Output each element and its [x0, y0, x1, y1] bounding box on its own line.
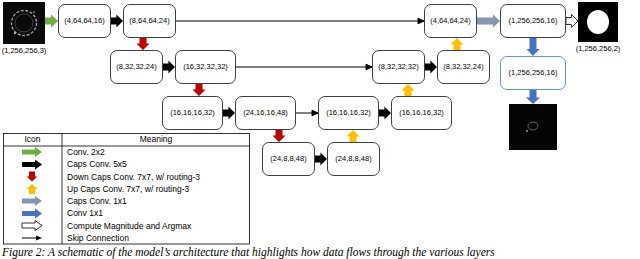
legend-entry: Caps Conv. 1x1 [67, 195, 127, 207]
layer-arrow [477, 15, 500, 28]
tensor-shape: (16,32,32,32) [183, 63, 228, 71]
tensor-box: (8,32,32,24) [437, 50, 490, 84]
figure-caption: Figure 2: A schematic of the model’s arc… [2, 246, 495, 258]
layer-arrow [137, 38, 150, 50]
layer-arrow [163, 61, 175, 74]
mask-blob [587, 10, 609, 34]
legend-entry: Conv 1x1 [67, 207, 103, 219]
lumen-ring [15, 14, 33, 32]
legend-divider [4, 146, 250, 147]
layer-arrow [402, 84, 415, 96]
legend-icon [22, 160, 42, 170]
legend-frame [4, 134, 250, 245]
legend-entry: Up Caps Conv. 7x7, w/ routing-3 [67, 183, 189, 195]
layer-arrow [347, 130, 360, 142]
tensor-shape-label: (1,256,256,3) [2, 47, 47, 55]
layer-arrow [315, 153, 327, 166]
tensor-box: (24,16,16,48) [235, 96, 296, 130]
skip-connection [236, 64, 372, 70]
tensor-shape-label: (1,256,256,2) [576, 45, 621, 53]
legend-header: Icon [3, 133, 62, 146]
tensor-shape: (24,8,8,48) [335, 155, 371, 163]
tensor-shape: (8,64,64,24) [129, 17, 169, 25]
tensor-box: (8,32,32,32) [372, 50, 425, 84]
image-node: (1,256,256,3) [3, 2, 45, 44]
layer-arrow [45, 15, 58, 28]
speckle [526, 130, 528, 132]
tensor-shape: (8,32,32,24) [443, 63, 483, 71]
layer-arrow [451, 38, 464, 50]
tensor-box: (8,32,32,24) [110, 50, 163, 84]
legend-icon [22, 221, 42, 231]
tensor-shape: (1,256,256,16) [509, 17, 558, 25]
legend-icon [36, 236, 42, 241]
tensor-box: (24,8,8,48) [262, 142, 315, 176]
tensor-box: (1,256,256,16) [500, 4, 566, 38]
legend-entry: Down Caps Conv. 7x7, w/ routing-3 [67, 171, 200, 183]
legend-header: Meaning [62, 133, 250, 146]
tensor-box: (24,8,8,48) [327, 142, 380, 176]
tensor-shape: (8,32,32,24) [116, 63, 156, 71]
output-mask-image [578, 2, 618, 42]
faint-shape [528, 122, 538, 130]
image-node: (1,256,256,2) [578, 2, 618, 42]
conv-arrow [526, 90, 540, 104]
tensor-box: (1,256,256,16) [500, 56, 566, 90]
legend-icon [22, 196, 42, 206]
capsule-output-image [509, 104, 557, 150]
layer-arrow [193, 84, 206, 96]
tensor-box: (16,16,16,32) [318, 96, 379, 130]
tensor-shape: (16,16,16,32) [399, 109, 444, 117]
legend-entry: Caps Conv. 5x5 [67, 158, 127, 170]
tensor-shape: (4,64,64,16) [64, 17, 104, 25]
tensor-shape: (24,16,16,48) [243, 109, 288, 117]
legend-icon [22, 147, 42, 157]
layer-arrow [223, 107, 235, 120]
tensor-box: (16,32,32,32) [175, 50, 236, 84]
layer-arrow [425, 61, 437, 74]
tensor-box: (4,64,64,24) [424, 4, 477, 38]
layer-arrow [273, 130, 286, 142]
tensor-shape: (4,64,64,24) [430, 17, 470, 25]
layer-arrow [379, 107, 391, 120]
tensor-box: (8,64,64,24) [123, 4, 176, 38]
tensor-box: (4,64,64,16) [58, 4, 111, 38]
legend-icon [22, 209, 42, 219]
input-image [3, 2, 45, 44]
legend-entry: Conv. 2x2 [67, 146, 105, 158]
legend-icon [27, 184, 38, 194]
skip-connection [176, 18, 424, 24]
tensor-shape: (16,16,16,32) [170, 109, 215, 117]
vessel-ring [12, 11, 37, 36]
speckle [14, 32, 16, 34]
legend-entry: Skip Connection [67, 232, 129, 244]
layer-arrow [566, 15, 578, 28]
legend-entry: Compute Magnitude and Argmax [67, 220, 191, 232]
layer-arrow [527, 38, 540, 56]
tensor-shape: (8,32,32,32) [378, 63, 418, 71]
tensor-shape: (24,8,8,48) [270, 155, 306, 163]
speckle [33, 11, 35, 13]
legend-icon [22, 238, 37, 239]
legend-divider [62, 134, 63, 245]
skip-connection [296, 110, 318, 116]
layer-arrow [111, 15, 123, 28]
legend-icon [27, 172, 38, 182]
tensor-box: (16,16,16,32) [162, 96, 223, 130]
tensor-shape: (16,16,16,32) [326, 109, 371, 117]
tensor-shape: (1,256,256,16) [509, 69, 558, 77]
tensor-box: (16,16,16,32) [391, 96, 452, 130]
